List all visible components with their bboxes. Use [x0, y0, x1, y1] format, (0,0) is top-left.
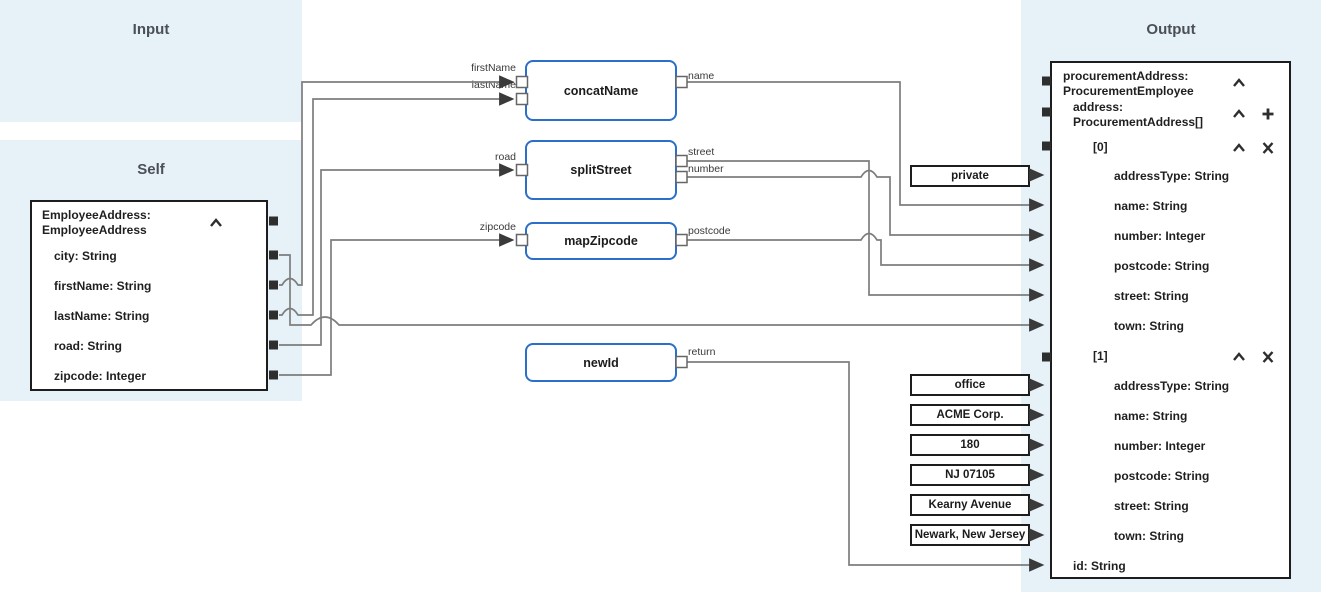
- source-card-employee-address: EmployeeAddress: EmployeeAddress city: S…: [30, 200, 268, 391]
- source-field-road[interactable]: road: String: [54, 339, 122, 353]
- constant-kearny-avenue[interactable]: Kearny Avenue: [910, 494, 1030, 516]
- collapse-chevron-icon[interactable]: [1232, 142, 1246, 154]
- source-field-zipcode[interactable]: zipcode: Integer: [54, 369, 147, 383]
- delete-item-icon[interactable]: [1261, 142, 1275, 154]
- delete-item-icon[interactable]: [1261, 351, 1275, 363]
- target-field-town-1[interactable]: town: String: [1114, 529, 1184, 543]
- target-field-addresstype-1[interactable]: addressType: String: [1114, 379, 1230, 393]
- function-mapzipcode[interactable]: mapZipcode: [525, 222, 677, 260]
- function-splitstreet[interactable]: splitStreet: [525, 140, 677, 200]
- output-panel-title: Output: [1146, 21, 1196, 38]
- wire-road: [279, 163, 515, 346]
- source-field-city[interactable]: city: String: [54, 249, 117, 263]
- port-label-zipcode: zipcode: [479, 221, 516, 233]
- target-root-row[interactable]: procurementAddress: ProcurementEmployee: [1063, 69, 1194, 98]
- constant-nj-07105[interactable]: NJ 07105: [910, 464, 1030, 486]
- port-label-postcode: postcode: [688, 225, 731, 237]
- function-concatname[interactable]: concatName: [525, 60, 677, 121]
- target-item0-row[interactable]: [0]: [1093, 140, 1108, 154]
- target-field-number-1[interactable]: number: Integer: [1114, 439, 1206, 453]
- port-label-street: street: [688, 146, 715, 158]
- source-card-title[interactable]: EmployeeAddress: EmployeeAddress: [42, 208, 151, 237]
- target-field-street-0[interactable]: street: String: [1114, 289, 1189, 303]
- collapse-chevron-icon[interactable]: [209, 217, 223, 229]
- input-panel-title: Input: [132, 21, 170, 38]
- wire-firstname: [279, 75, 515, 286]
- constant-acme-corp[interactable]: ACME Corp.: [910, 404, 1030, 426]
- collapse-chevron-icon[interactable]: [1232, 108, 1246, 120]
- constant-private[interactable]: private: [910, 165, 1030, 187]
- source-field-lastname[interactable]: lastName: String: [54, 309, 150, 323]
- target-item1-row[interactable]: [1]: [1093, 349, 1108, 363]
- wire-zipcode: [279, 233, 515, 376]
- port-label-return: return: [688, 346, 716, 358]
- fn-port-out-street: [675, 154, 688, 168]
- target-address-row[interactable]: address: ProcurementAddress[]: [1073, 100, 1204, 129]
- constant-office[interactable]: office: [910, 374, 1030, 396]
- port-label-road: road: [494, 151, 516, 163]
- wire-city-to-town: [279, 254, 1045, 332]
- target-field-street-1[interactable]: street: String: [1114, 499, 1189, 513]
- source-field-firstname[interactable]: firstName: String: [54, 279, 152, 293]
- input-panel: [0, 0, 302, 122]
- target-field-addresstype-0[interactable]: addressType: String: [1114, 169, 1230, 183]
- port-label-number: number: [688, 163, 724, 175]
- fn-port-out-name: [675, 75, 688, 89]
- constant-180[interactable]: 180: [910, 434, 1030, 456]
- target-field-postcode-1[interactable]: postcode: String: [1114, 469, 1210, 483]
- target-field-name-0[interactable]: name: String: [1114, 199, 1188, 213]
- wire-lastname: [279, 92, 515, 316]
- target-field-postcode-0[interactable]: postcode: String: [1114, 259, 1210, 273]
- fn-port-out-return: [675, 355, 688, 369]
- wire-postcode-out: [687, 232, 1045, 272]
- collapse-chevron-icon[interactable]: [1232, 77, 1246, 89]
- target-field-id[interactable]: id: String: [1073, 559, 1126, 573]
- constant-newark-new-jersey[interactable]: Newark, New Jersey: [910, 524, 1030, 546]
- fn-port-out-number: [675, 170, 688, 184]
- target-field-name-1[interactable]: name: String: [1114, 409, 1188, 423]
- collapse-chevron-icon[interactable]: [1232, 351, 1246, 363]
- target-field-number-0[interactable]: number: Integer: [1114, 229, 1206, 243]
- port-label-name: name: [688, 70, 715, 82]
- target-field-town-0[interactable]: town: String: [1114, 319, 1184, 333]
- function-newid[interactable]: newId: [525, 343, 677, 382]
- port-label-lastname: lastName: [471, 79, 516, 91]
- add-item-icon[interactable]: [1261, 108, 1275, 120]
- self-panel-title: Self: [137, 161, 165, 178]
- port-label-firstname: firstName: [471, 62, 516, 74]
- fn-port-out-postcode: [675, 233, 688, 247]
- target-card-procurement: procurementAddress: ProcurementEmployee …: [1050, 61, 1291, 579]
